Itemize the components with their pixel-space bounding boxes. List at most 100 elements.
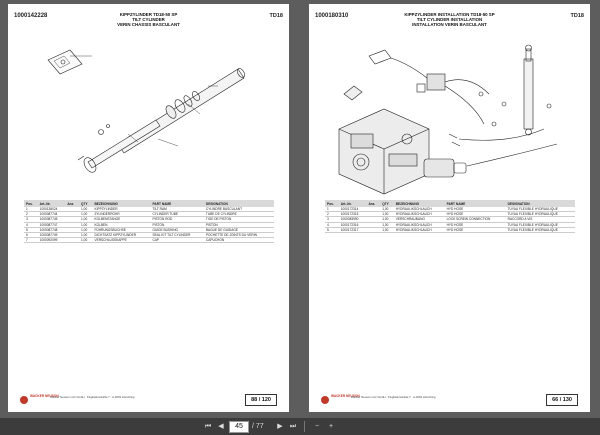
table-cell: HYD HOSE xyxy=(444,227,506,233)
table-cell: 1,00 xyxy=(79,237,93,244)
page-counter-box: 88 / 120 xyxy=(245,394,277,406)
col-anz: Anz. xyxy=(65,200,80,207)
table-cell: 4 xyxy=(325,222,339,228)
col-art-nr: Art.-Nr. xyxy=(338,200,367,207)
col-designation: DESIGNATION xyxy=(505,200,575,207)
table-header-row: Pos. Art.-Nr. Anz. QTY BEZEICHNUNG PART … xyxy=(325,200,575,207)
page-counter-box: 66 / 130 xyxy=(546,394,578,406)
table-cell: POCHETTE DE JOINTS DU VERIN xyxy=(203,232,274,239)
viewer-toolbar: ⏮ ◀ 45 / 77 ▶ ⏭ − + xyxy=(0,418,600,435)
table-cell: 1000087749 xyxy=(37,232,66,239)
exploded-drawing-cylinder-installation xyxy=(338,44,558,195)
table-cell: CYLINDRE BASCULANT xyxy=(203,207,274,213)
title-en: TILT CYLINDER INSTALLATION xyxy=(416,17,483,23)
table-cell: 1000172316 xyxy=(338,222,367,228)
table-cell: 1,00 xyxy=(380,227,394,233)
table-cell: 1000087747 xyxy=(37,222,66,228)
col-anz: Anz. xyxy=(366,200,381,207)
col-part-name: PART NAME xyxy=(444,200,506,207)
table-cell: 3 xyxy=(24,216,38,223)
title-fr: VERIN CHASSIS BASCULANT xyxy=(117,22,180,28)
table-cell: HYDRAULIKSCHLAUCH xyxy=(393,227,445,233)
col-pos: Pos. xyxy=(24,200,38,207)
page-number-input[interactable]: 45 xyxy=(229,421,249,433)
table-cell: TILT RAM xyxy=(150,207,204,213)
table-cell: SEAL KIT TILT CYLINDER xyxy=(150,232,204,239)
table-cell: 2 xyxy=(24,211,38,218)
table-header-row: Pos. Art.-Nr. Anz. QTY BEZEICHNUNG PART … xyxy=(24,200,274,207)
table-cell: 1,00 xyxy=(380,222,394,228)
next-page-icon[interactable]: ▶ xyxy=(277,423,283,430)
table-cell: 1000083990 xyxy=(338,216,367,223)
company-address: Wacker Neuson Linz GmbH · Flughafenstraß… xyxy=(50,395,135,399)
table-cell xyxy=(65,211,80,218)
toolbar-separator xyxy=(304,421,305,432)
col-bezeichnung: BEZEICHNUNG xyxy=(393,200,445,207)
table-cell: 1000172317 xyxy=(338,227,367,233)
table-cell: 1,00 xyxy=(380,207,394,213)
wacker-neuson-logo xyxy=(20,396,28,404)
table-cell: KOLBEN xyxy=(92,222,151,228)
table-cell xyxy=(65,237,80,244)
table-cell: 1,00 xyxy=(79,227,93,233)
table-cell: 1,00 xyxy=(79,216,93,223)
page-title: KIPPZYLINDER TD18-50 SP TILT CYLINDER VE… xyxy=(8,12,289,28)
table-cell: HYD HOSE xyxy=(444,222,506,228)
page-title: KIPPZYLINDER INSTALLATION TD18-50 SP TIL… xyxy=(309,12,590,28)
table-cell xyxy=(366,207,381,213)
table-cell: HYD HOSE xyxy=(444,207,506,213)
table-cell: KIPPZYLINDER xyxy=(92,207,151,213)
first-page-icon[interactable]: ⏮ xyxy=(204,423,212,430)
table-cell: ZYLINDERROHR xyxy=(92,211,151,218)
table-cell: 1 xyxy=(24,207,38,213)
table-cell: 1,00 xyxy=(79,222,93,228)
zoom-in-icon[interactable]: + xyxy=(328,423,334,430)
col-qty: QTY xyxy=(380,200,394,207)
table-cell: 6 xyxy=(24,232,38,239)
col-designation: DESIGNATION xyxy=(203,200,274,207)
table-cell: 1000172314 xyxy=(338,207,367,213)
table-cell: 1,00 xyxy=(380,216,394,223)
brand-name: WACKER NEUSON xyxy=(30,394,59,398)
table-cell: TUYAU FLEXIBLE HYDRAULIQUE xyxy=(505,227,575,233)
exploded-drawing-tilt-cylinder xyxy=(47,49,245,173)
table-cell: TIGE DE PISTON xyxy=(203,216,274,223)
table-cell: 4 xyxy=(24,222,38,228)
col-part-name: PART NAME xyxy=(150,200,204,207)
table-cell: PISTON ROD xyxy=(150,216,204,223)
prev-page-icon[interactable]: ◀ xyxy=(218,423,224,430)
table-cell: 1000087745 xyxy=(37,216,66,223)
title-fr: INSTALLATION VERIN BASCULANT xyxy=(412,22,487,28)
table-cell: HYD HOSE xyxy=(444,211,506,218)
zoom-out-icon[interactable]: − xyxy=(314,423,320,430)
title-de: KIPPZYLINDER TD18-50 SP xyxy=(119,12,178,17)
table-cell: LOCK SCREW CONNECTION xyxy=(444,216,506,223)
table-cell xyxy=(65,232,80,239)
table-cell xyxy=(366,222,381,228)
table-cell: 1,00 xyxy=(79,232,93,239)
table-cell: 2 xyxy=(325,211,339,218)
table-cell: CAP xyxy=(150,237,204,244)
table-cell: 5 xyxy=(325,227,339,233)
table-cell: TUYAU FLEXIBLE HYDRAULIQUE xyxy=(505,222,575,228)
page-footer: WACKER NEUSON Wacker Neuson Linz GmbH · … xyxy=(20,394,277,406)
document-page-left: 1000142228 TD18 KIPPZYLINDER TD18-50 SP … xyxy=(8,4,289,412)
col-pos: Pos. xyxy=(325,200,339,207)
col-qty: QTY xyxy=(79,200,93,207)
table-cell: CAPUCHON xyxy=(203,237,274,244)
brand-name: WACKER NEUSON xyxy=(331,394,360,398)
page-footer: WACKER NEUSON Wacker Neuson Linz GmbH · … xyxy=(321,394,578,406)
table-cell: DICHTSATZ KIPPZYLINDER xyxy=(92,232,151,239)
last-page-icon[interactable]: ⏭ xyxy=(289,423,297,430)
table-cell: PISTON xyxy=(203,222,274,228)
table-cell: 1000087744 xyxy=(37,211,66,218)
